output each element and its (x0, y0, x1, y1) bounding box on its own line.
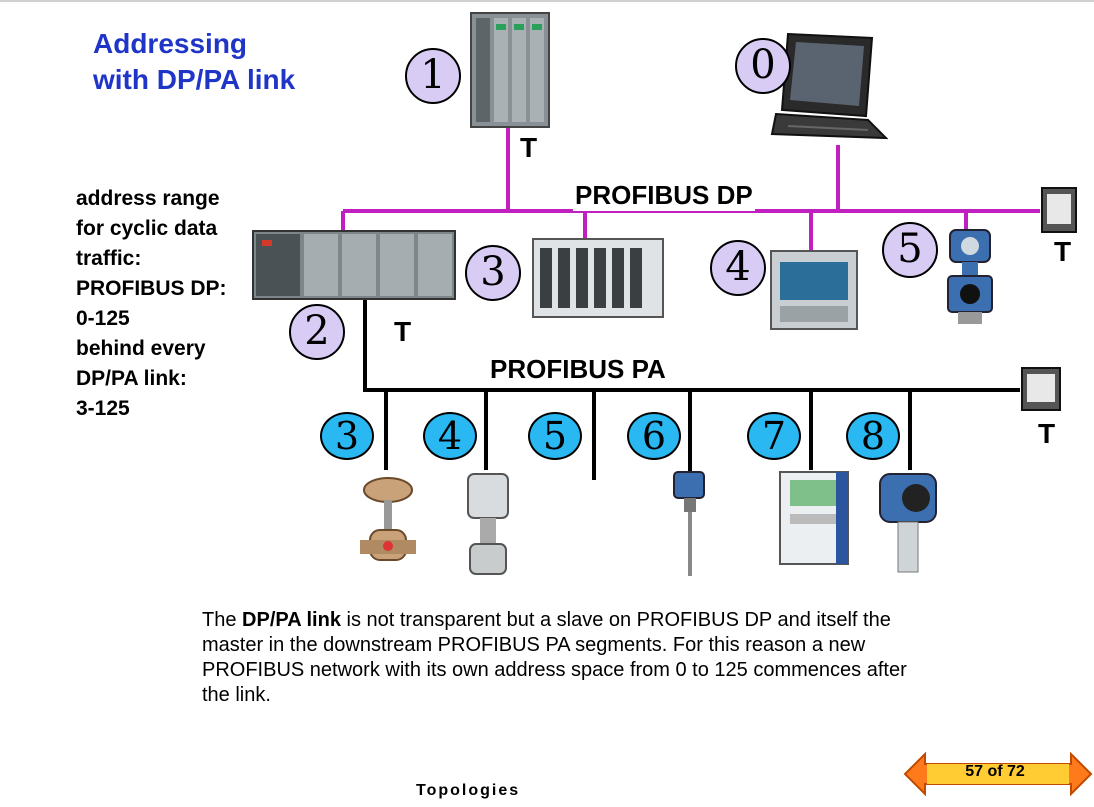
controller-icon (770, 250, 858, 330)
pa-address-7: 7 (747, 412, 801, 460)
title-line-1: Addressing (93, 28, 248, 59)
pa-address-3: 3 (320, 412, 374, 460)
valve-positioner-icon (467, 473, 509, 575)
description-text: The DP/PA link is not transparent but a … (202, 608, 922, 708)
level-probe-icon (673, 471, 705, 576)
page-indicator: 57 of 72 (965, 763, 1025, 780)
range-line: DP/PA link: (76, 367, 187, 390)
slide-pager (903, 752, 1093, 796)
description-bold: DP/PA link (242, 609, 341, 631)
dp-address-link: 2 (289, 304, 345, 360)
control-valve-icon (360, 477, 416, 561)
terminator-label: T (520, 132, 538, 163)
range-line: 3-125 (76, 397, 130, 420)
dp-bus-label: PROFIBUS DP (573, 180, 755, 211)
terminator-label: T (1054, 236, 1072, 267)
top-divider (0, 0, 1094, 2)
dp-bus-lines (341, 128, 1040, 250)
dp-address-controller: 4 (710, 240, 766, 296)
pa-address-4: 4 (423, 412, 477, 460)
range-line: address range (76, 187, 220, 210)
description-pre: The (202, 609, 243, 631)
pa-address-5: 5 (528, 412, 582, 460)
dp-address-flowmeter: 5 (882, 222, 938, 278)
dp-pa-link-icon (252, 230, 456, 300)
transmitter-housing-icon (779, 471, 849, 565)
next-slide-arrow-icon[interactable] (1073, 758, 1089, 790)
dp-address-io: 3 (465, 245, 521, 301)
range-line: 0-125 (76, 307, 130, 330)
range-line: PROFIBUS DP: (76, 277, 227, 300)
terminator-box-icon (1021, 367, 1061, 411)
terminator-box-icon (1041, 187, 1077, 233)
plc-rack-icon (470, 12, 550, 128)
pager-field (927, 764, 1069, 784)
remote-io-icon (532, 238, 664, 318)
dp-address-laptop: 0 (735, 38, 791, 94)
pa-address-8: 8 (846, 412, 900, 460)
description-post: is not transparent but a slave on PROFIB… (202, 609, 907, 706)
laptop-icon (770, 32, 888, 140)
prev-slide-arrow-icon[interactable] (907, 758, 923, 790)
flowmeter-icon (947, 229, 993, 324)
range-line: for cyclic data (76, 217, 218, 240)
dp-address-plc: 1 (405, 48, 461, 104)
title-line-2: with DP/PA link (93, 64, 296, 95)
pa-bus-lines (363, 300, 1020, 480)
footer-section-label: Topologies (416, 782, 521, 799)
slide-title: Addressing with DP/PA link (93, 26, 295, 98)
range-line: behind every (76, 337, 206, 360)
range-line: traffic: (76, 247, 142, 270)
terminator-label: T (394, 316, 412, 347)
pressure-transmitter-icon (879, 473, 937, 573)
terminator-label: T (1038, 418, 1056, 449)
pa-address-6: 6 (627, 412, 681, 460)
pa-bus-label: PROFIBUS PA (488, 354, 668, 385)
address-range-text: address range for cyclic data traffic: P… (76, 184, 227, 424)
